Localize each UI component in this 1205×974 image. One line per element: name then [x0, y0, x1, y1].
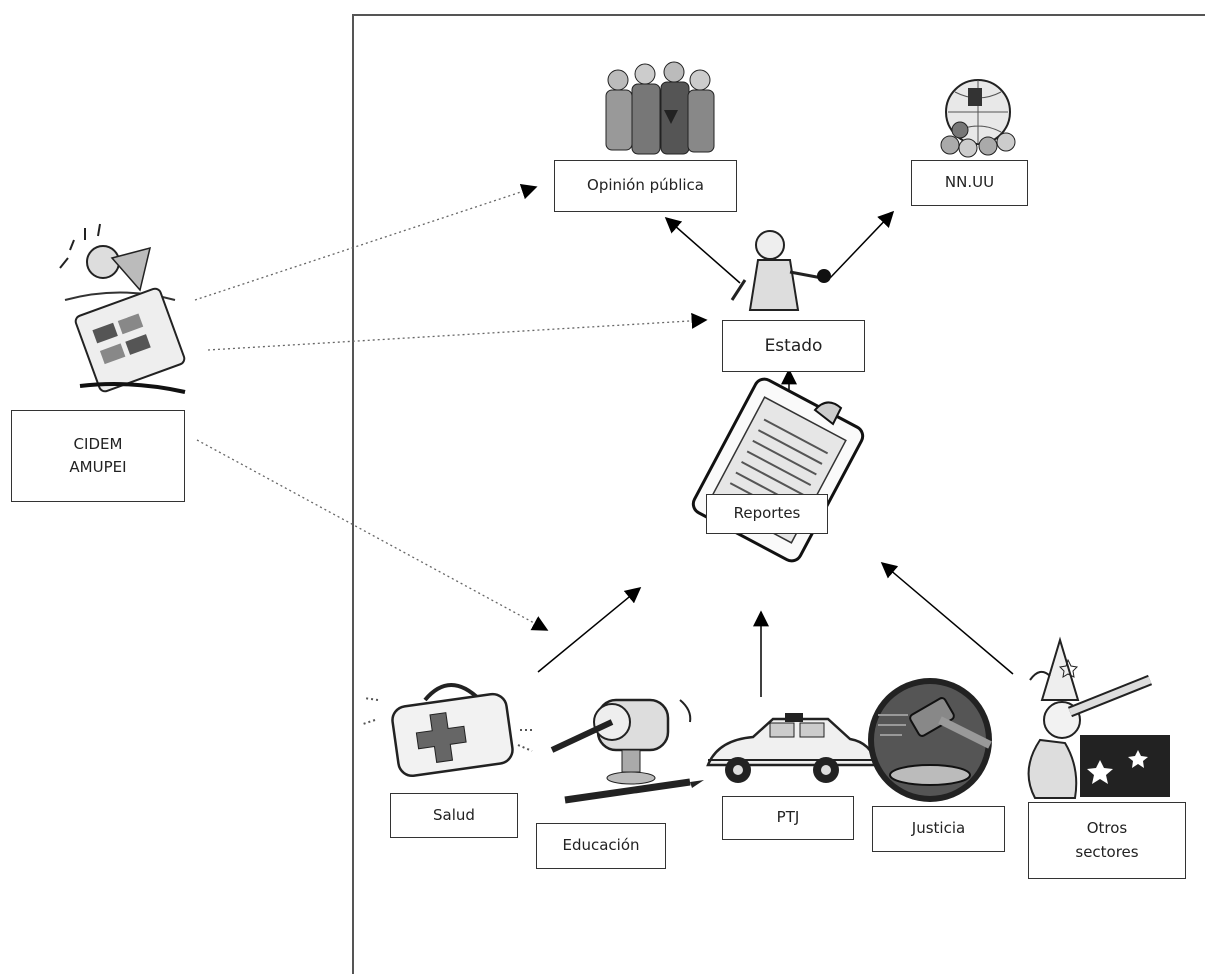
dotted-arrow-to-sectors: [196, 439, 549, 631]
arrow-otros-to-reportes: [880, 561, 1014, 675]
system-frame: [352, 14, 1205, 974]
node-otros-sectores-label: Otros sectores: [1075, 819, 1139, 861]
police-car-icon: [706, 713, 878, 783]
globe-group-icon: [940, 79, 1016, 158]
dotted-arrow-to-opinion: [194, 183, 538, 301]
clipboard-icon: [691, 377, 865, 563]
arrow-educacion-to-reportes: [537, 586, 642, 673]
pencil-sharpener-icon: [550, 698, 704, 804]
node-reportes: Reportes: [706, 494, 828, 534]
node-salud: Salud: [390, 793, 518, 838]
node-ptj: PTJ: [722, 796, 854, 840]
node-otros-sectores: Otros sectores: [1028, 802, 1186, 879]
dotted-arrow-to-estado: [207, 312, 708, 351]
node-opinion-publica-label: Opinión pública: [587, 176, 704, 195]
medical-bag-icon: [362, 683, 533, 778]
node-reportes-label: Reportes: [733, 504, 801, 523]
wizard-telescope-icon: [1027, 636, 1170, 799]
node-justicia: Justicia: [872, 806, 1005, 852]
node-estado-label: Estado: [764, 335, 823, 356]
node-educacion: Educación: [536, 823, 666, 869]
person-with-calculator-icon: [59, 223, 186, 394]
node-salud-label: Salud: [433, 805, 475, 824]
arrow-estado-to-opinion: [664, 216, 741, 284]
node-cidem-amupei-label: CIDEM AMUPEI: [69, 434, 127, 476]
arrow-estado-to-nnuu: [829, 210, 895, 279]
node-estado: Estado: [722, 320, 865, 372]
node-ptj-label: PTJ: [776, 808, 800, 827]
node-nnuu-label: NN.UU: [944, 173, 995, 192]
node-educacion-label: Educación: [562, 836, 640, 855]
node-cidem-amupei: CIDEM AMUPEI: [11, 410, 185, 502]
node-nnuu: NN.UU: [911, 160, 1028, 206]
crowd-icon: [605, 61, 715, 155]
node-opinion-publica: Opinión pública: [554, 160, 737, 212]
node-justicia-label: Justicia: [911, 819, 966, 838]
gavel-icon: [868, 678, 992, 802]
speaker-person-icon: [730, 230, 831, 311]
